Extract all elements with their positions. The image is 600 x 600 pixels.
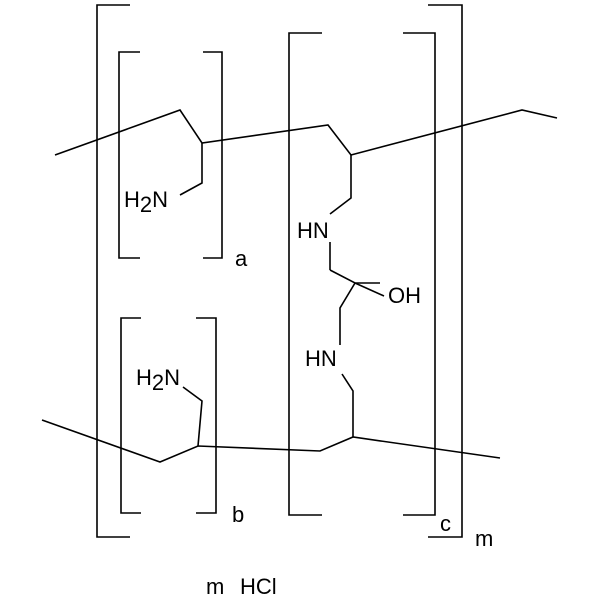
salt-multiplier: m: [206, 574, 224, 599]
hn-bottom-label: HN: [305, 346, 337, 371]
amine-bottom-label: H2N: [136, 365, 180, 395]
top-backbone-bond: [54, 109, 558, 156]
crosslink-c-to-oh: [354, 282, 385, 297]
bracket-b-right: [196, 317, 217, 514]
bracket-a-left: [118, 51, 140, 259]
subscript-m: m: [475, 526, 493, 551]
bracket-c-right: [403, 32, 436, 516]
hn-top-label: HN: [297, 218, 329, 243]
amine-top-label: H2N: [124, 187, 168, 217]
bracket-b-left: [120, 317, 141, 514]
outer-bracket-right: [428, 4, 463, 538]
crosslink-middle-bond: [329, 269, 380, 345]
bottom-aminomethyl-bond: [182, 386, 203, 447]
crosslink-upper-bond: [329, 155, 352, 215]
bottom-backbone-bond: [41, 419, 501, 463]
hydroxyl-label: OH: [388, 283, 421, 308]
outer-bracket-left: [96, 4, 130, 538]
subscript-b: b: [232, 502, 244, 527]
top-aminomethyl-bond: [179, 143, 203, 196]
subscript-c: c: [440, 511, 451, 536]
salt-formula: HCl: [240, 574, 277, 599]
subscript-a: a: [235, 246, 248, 271]
bracket-c-left: [288, 32, 322, 516]
bracket-a-right: [203, 51, 223, 259]
crosslink-lower-bond: [341, 373, 354, 437]
